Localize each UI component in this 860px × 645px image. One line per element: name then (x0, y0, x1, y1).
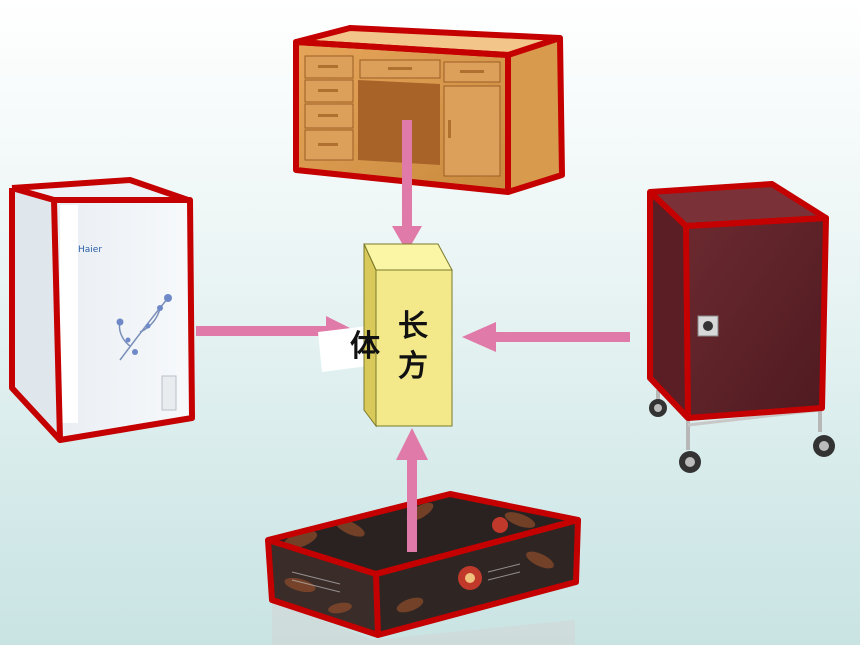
arrow-from-giftbox (396, 428, 428, 552)
arrow-from-desk (392, 120, 422, 252)
cuboid-label-fang: 方 (398, 349, 428, 384)
cabinet-illustration (647, 181, 835, 473)
cuboid-label-chang: 长 (398, 309, 428, 344)
label-card (318, 326, 368, 372)
giftbox-illustration (265, 491, 581, 645)
freezer-illustration: Haier (9, 177, 195, 443)
desk-illustration (293, 25, 565, 195)
flower-petals (116, 294, 172, 355)
cuboid-label-ti: 体 (350, 329, 380, 364)
freezer-logo: Haier (78, 245, 102, 255)
leaf-pattern (282, 502, 554, 614)
cuboid-diagram (318, 243, 453, 428)
arrow-from-cabinet (462, 322, 630, 352)
